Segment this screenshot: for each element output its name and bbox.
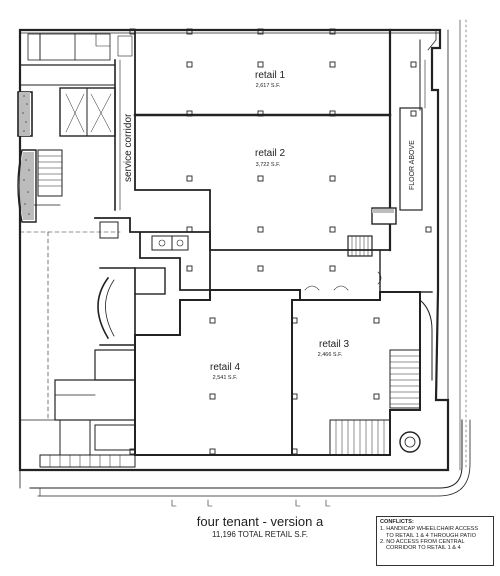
column-feature xyxy=(399,431,421,453)
conflict-line: 1. HANDICAP WHEELCHAIR ACCESS xyxy=(380,526,490,532)
sidewalk-curb xyxy=(29,419,463,489)
plan-title: four tenant - version a xyxy=(196,514,324,529)
retail-4-outline xyxy=(134,289,301,456)
curved-entry xyxy=(97,276,110,340)
retail-3-label: retail 3 xyxy=(319,339,349,350)
retail-3-outline xyxy=(291,291,421,456)
south-east-steps xyxy=(329,349,421,456)
floor-above-label: FLOOR ABOVE xyxy=(409,140,416,190)
hatched-wall-stair xyxy=(19,152,34,220)
conflict-text: NO ACCESS FROM CENTRAL xyxy=(386,538,465,545)
retail-2-area: 3,722 S.F. xyxy=(256,162,281,168)
conflict-line: 2. NO ACCESS FROM CENTRAL xyxy=(380,539,490,545)
plan-subtitle: 11,196 TOTAL RETAIL S.F. xyxy=(211,530,309,539)
retail-4-label: retail 4 xyxy=(210,362,240,373)
column-grid xyxy=(129,28,432,455)
conflict-number: 2. xyxy=(380,538,385,545)
conflict-text: HANDICAP WHEELCHAIR ACCESS xyxy=(386,526,479,533)
conflict-line: CORRIDOR TO RETAIL 1 & 4 xyxy=(380,545,490,551)
conflicts-box: CONFLICTS: 1. HANDICAP WHEELCHAIR ACCESS… xyxy=(376,516,494,566)
building-outline xyxy=(18,28,450,472)
retail-1-label: retail 1 xyxy=(255,70,285,81)
conflicts-heading: CONFLICTS: xyxy=(380,519,414,525)
retail-4-area: 2,541 S.F. xyxy=(213,375,238,381)
conflict-text: CORRIDOR TO RETAIL 1 & 4 xyxy=(386,545,461,552)
conflict-line: TO RETAIL 1 & 4 THROUGH PATIO xyxy=(380,533,490,539)
conflict-text: TO RETAIL 1 & 4 THROUGH PATIO xyxy=(386,532,477,539)
conflict-number: 1. xyxy=(380,526,385,533)
retail-2-outline xyxy=(134,114,391,251)
service-corridor-label: service corridor xyxy=(123,113,134,182)
retail-2-label: retail 2 xyxy=(255,148,285,159)
plan-caption: four tenant - version a 11,196 TOTAL RET… xyxy=(0,514,500,539)
retail-1-area: 2,617 S.F. xyxy=(256,83,281,89)
west-stair xyxy=(17,149,37,223)
hatched-wall-north xyxy=(19,92,30,136)
retail-3-area: 2,466 S.F. xyxy=(318,352,343,358)
